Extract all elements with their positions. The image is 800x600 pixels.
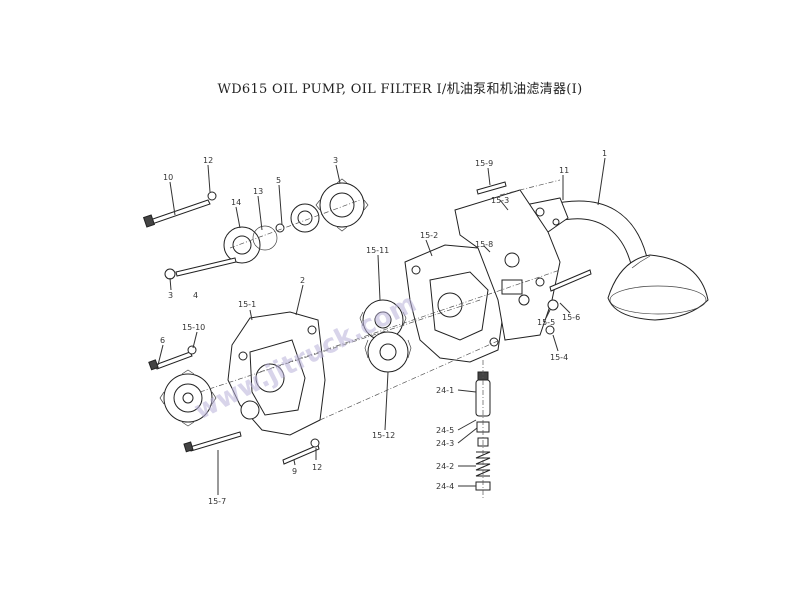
label-15-9: 15-9 — [475, 159, 493, 168]
label-15-12: 15-12 — [372, 431, 395, 440]
label-13: 13 — [253, 187, 263, 196]
label-9: 9 — [292, 467, 297, 476]
label-15-8: 15-8 — [475, 240, 493, 249]
label-24-3: 24-3 — [436, 439, 454, 448]
leader-lines — [157, 157, 606, 495]
label-5: 5 — [276, 176, 281, 185]
diagram-title: WD615 OIL PUMP, OIL FILTER Ⅰ/机油泵和机油滤清器(Ⅰ… — [217, 82, 583, 97]
label-15-10: 15-10 — [182, 323, 205, 332]
label-6: 6 — [160, 336, 165, 345]
pump-cover-part — [404, 244, 506, 363]
label-15-4: 15-4 — [550, 353, 568, 362]
label-24-4: 24-4 — [436, 482, 454, 491]
idler-gear-part — [223, 178, 369, 264]
label-24-2: 24-2 — [436, 462, 454, 471]
label-15-2: 15-2 — [420, 231, 438, 240]
pump-gear-pair — [359, 299, 412, 373]
bolt-parts — [142, 181, 592, 465]
label-15-5: 15-5 — [537, 318, 555, 327]
pump-housing-part — [454, 189, 561, 341]
label-10: 10 — [163, 173, 173, 182]
label-15-1: 15-1 — [238, 300, 256, 309]
label-1: 1 — [602, 149, 607, 158]
label-12-top: 12 — [203, 156, 213, 165]
label-12-bottom: 12 — [312, 463, 322, 472]
label-15-7: 15-7 — [208, 497, 226, 506]
assembly-axis-lines — [199, 179, 561, 500]
label-15-11: 15-11 — [366, 246, 389, 255]
label-3b: 3 — [168, 291, 173, 300]
label-14: 14 — [231, 198, 241, 207]
label-24-5: 24-5 — [436, 426, 454, 435]
label-2: 2 — [300, 276, 305, 285]
label-3: 3 — [333, 156, 338, 165]
part-number-labels: 1 2 3 3 4 5 6 9 10 11 12 12 13 14 15-1 1… — [160, 149, 607, 506]
label-11: 11 — [559, 166, 569, 175]
drive-gear-part — [159, 369, 217, 427]
label-4: 4 — [193, 291, 198, 300]
label-15-6: 15-6 — [562, 313, 580, 322]
label-24-1: 24-1 — [436, 386, 454, 395]
oil-strainer-pipe — [524, 197, 709, 321]
label-15-3: 15-3 — [491, 196, 509, 205]
